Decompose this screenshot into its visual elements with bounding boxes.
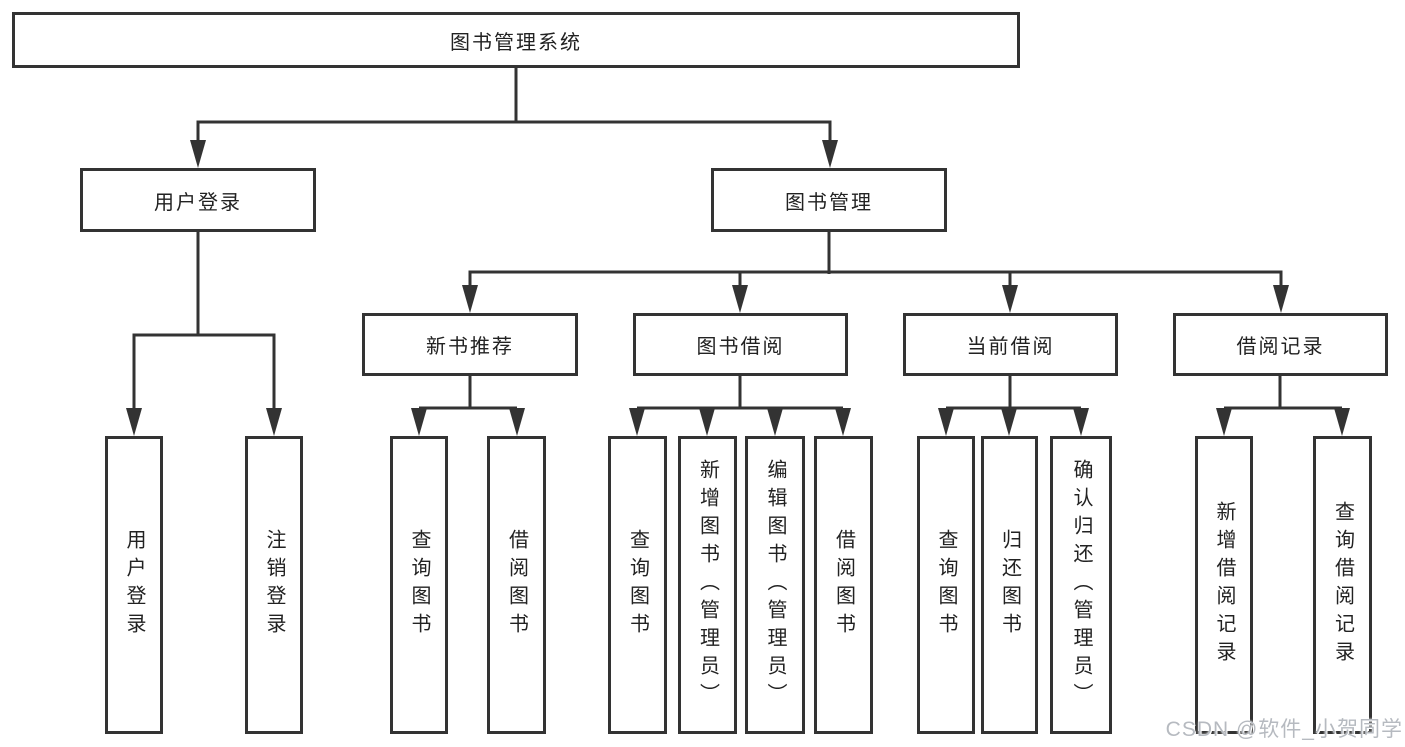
- leaf-confirm-return-admin: 确认归还（管理员）: [1050, 436, 1112, 734]
- leaf-query-books-borrow: 查询图书: [608, 436, 667, 734]
- node-current-borrowing: 当前借阅: [903, 313, 1118, 376]
- leaf-add-borrow-record: 新增借阅记录: [1195, 436, 1253, 734]
- leaf-query-borrow-record: 查询借阅记录: [1313, 436, 1372, 734]
- node-user-login: 用户登录: [80, 168, 316, 232]
- leaf-label: 查询图书: [935, 529, 957, 641]
- leaf-label: 用户登录: [123, 529, 145, 641]
- leaf-label: 编辑图书（管理员）: [764, 459, 786, 711]
- leaf-query-books-current: 查询图书: [917, 436, 975, 734]
- leaf-label: 查询借阅记录: [1331, 501, 1354, 669]
- leaf-edit-books-admin: 编辑图书（管理员）: [745, 436, 805, 734]
- leaf-label: 新增借阅记录: [1213, 501, 1235, 669]
- csdn-watermark: CSDN @软件_小贺同学: [1165, 718, 1403, 741]
- leaf-logout: 注销登录: [245, 436, 303, 734]
- leaf-query-books-recommend: 查询图书: [390, 436, 448, 734]
- leaf-label: 查询图书: [626, 529, 649, 641]
- leaf-add-books-admin: 新增图书（管理员）: [678, 436, 737, 734]
- node-borrowing-records: 借阅记录: [1173, 313, 1388, 376]
- node-new-book-recommend: 新书推荐: [362, 313, 578, 376]
- node-root-system: 图书管理系统: [12, 12, 1020, 68]
- leaf-return-books: 归还图书: [981, 436, 1038, 734]
- node-book-management: 图书管理: [711, 168, 947, 232]
- leaf-label: 借阅图书: [505, 529, 528, 641]
- leaf-label: 借阅图书: [832, 529, 855, 641]
- node-book-borrowing: 图书借阅: [633, 313, 848, 376]
- leaf-label: 新增图书（管理员）: [696, 459, 719, 711]
- leaf-user-login: 用户登录: [105, 436, 163, 734]
- leaf-label: 注销登录: [263, 529, 285, 641]
- leaf-label: 归还图书: [998, 529, 1021, 641]
- leaf-borrow-books-recommend: 借阅图书: [487, 436, 546, 734]
- leaf-label: 确认归还（管理员）: [1070, 459, 1092, 711]
- leaf-label: 查询图书: [408, 529, 430, 641]
- leaf-borrow-books: 借阅图书: [814, 436, 873, 734]
